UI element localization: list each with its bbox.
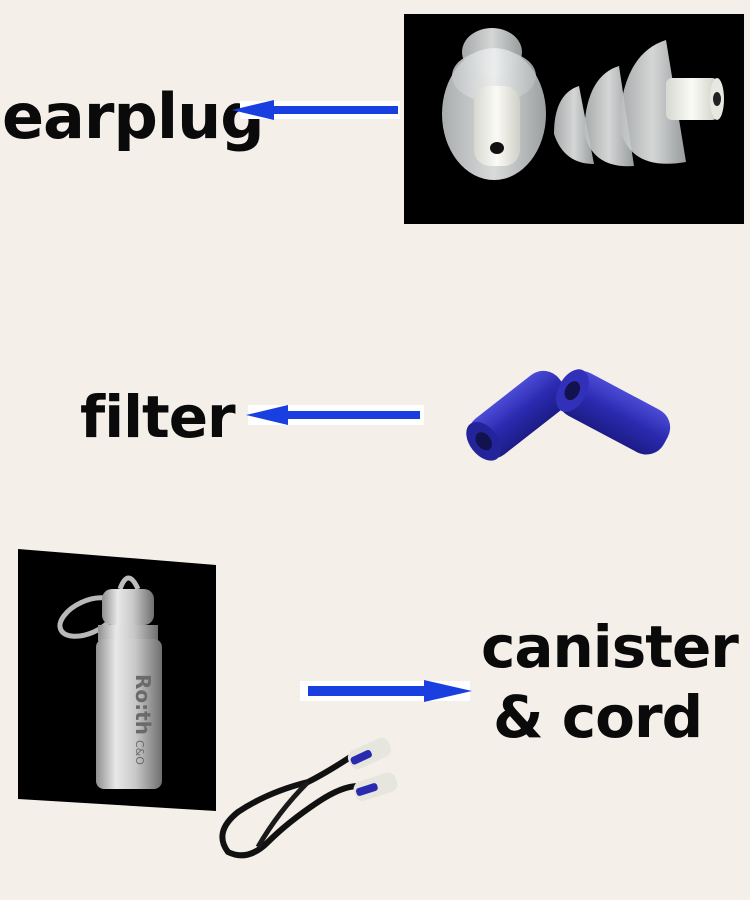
arrow-left-icon [232,100,400,120]
canister-label-line1: canister [481,613,739,681]
filter-label: filter [80,383,236,451]
canister-brand-name: Ro:th [131,674,155,735]
cord-photo [219,737,398,859]
canister-label-line2: & cord [493,683,703,751]
canister-photo: Ro:th C&O [18,549,216,811]
filter-photo [466,369,671,461]
arrow-right-icon [300,680,472,702]
arrow-left-icon [246,405,424,425]
canister-brand-sub: C&O [133,740,146,765]
earplug-label: earplug [2,80,265,153]
earplug-photo [404,14,744,224]
